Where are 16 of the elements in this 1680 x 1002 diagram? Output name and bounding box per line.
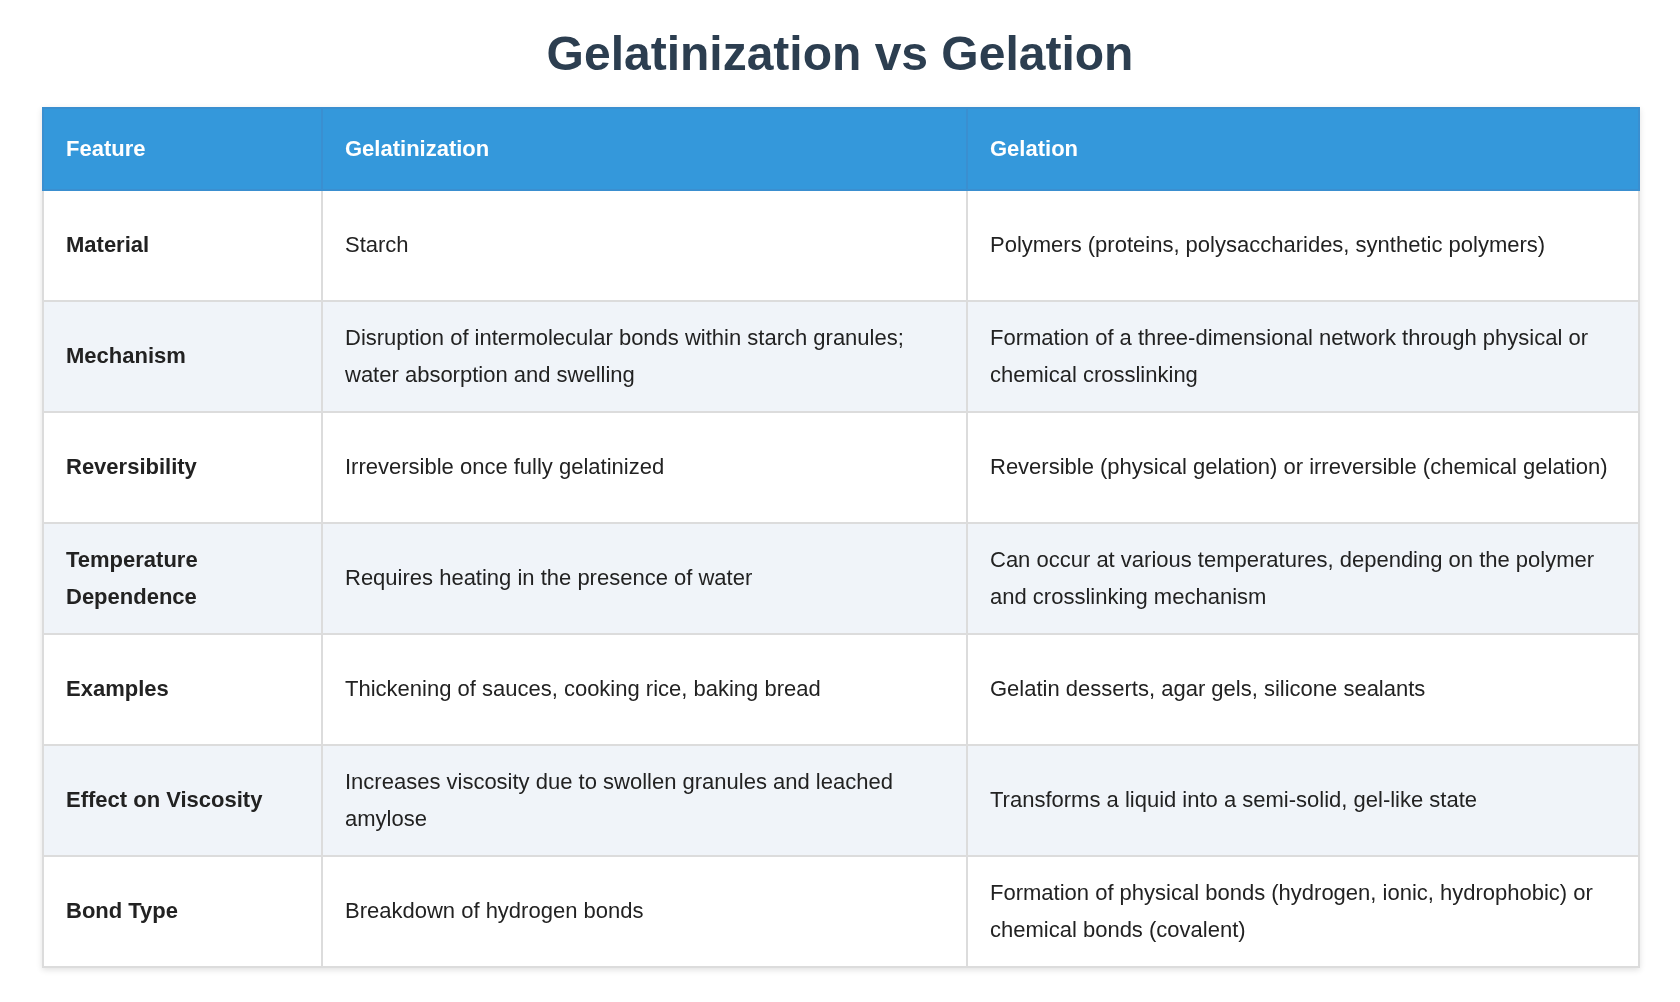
row-header-cell: Effect on Viscosity <box>43 745 322 856</box>
table-cell: Requires heating in the presence of water <box>322 523 967 634</box>
header-cell: Gelatinization <box>322 108 967 190</box>
row-header-cell: Mechanism <box>43 301 322 412</box>
row-header-cell: Bond Type <box>43 856 322 967</box>
header-cell: Gelation <box>967 108 1639 190</box>
table-cell: Formation of physical bonds (hydrogen, ionic, hydrophobic) or chemical bonds (covalent) <box>967 856 1639 967</box>
table-cell: Formation of a three-dimensional network through physical or chemical crosslinking <box>967 301 1639 412</box>
table-cell: Can occur at various temperatures, depending on the polymer and crosslinking mechanism <box>967 523 1639 634</box>
table-cell: Breakdown of hydrogen bonds <box>322 856 967 967</box>
table-cell: Disruption of intermolecular bonds within starch granules; water absorption and swelling <box>322 301 967 412</box>
header-cell: Feature <box>43 108 322 190</box>
row-header-cell: Temperature Dependence <box>43 523 322 634</box>
table-cell: Increases viscosity due to swollen granules and leached amylose <box>322 745 967 856</box>
table-cell: Transforms a liquid into a semi-solid, gel-like state <box>967 745 1639 856</box>
title: Gelatinization vs Gelation <box>545 26 1135 81</box>
